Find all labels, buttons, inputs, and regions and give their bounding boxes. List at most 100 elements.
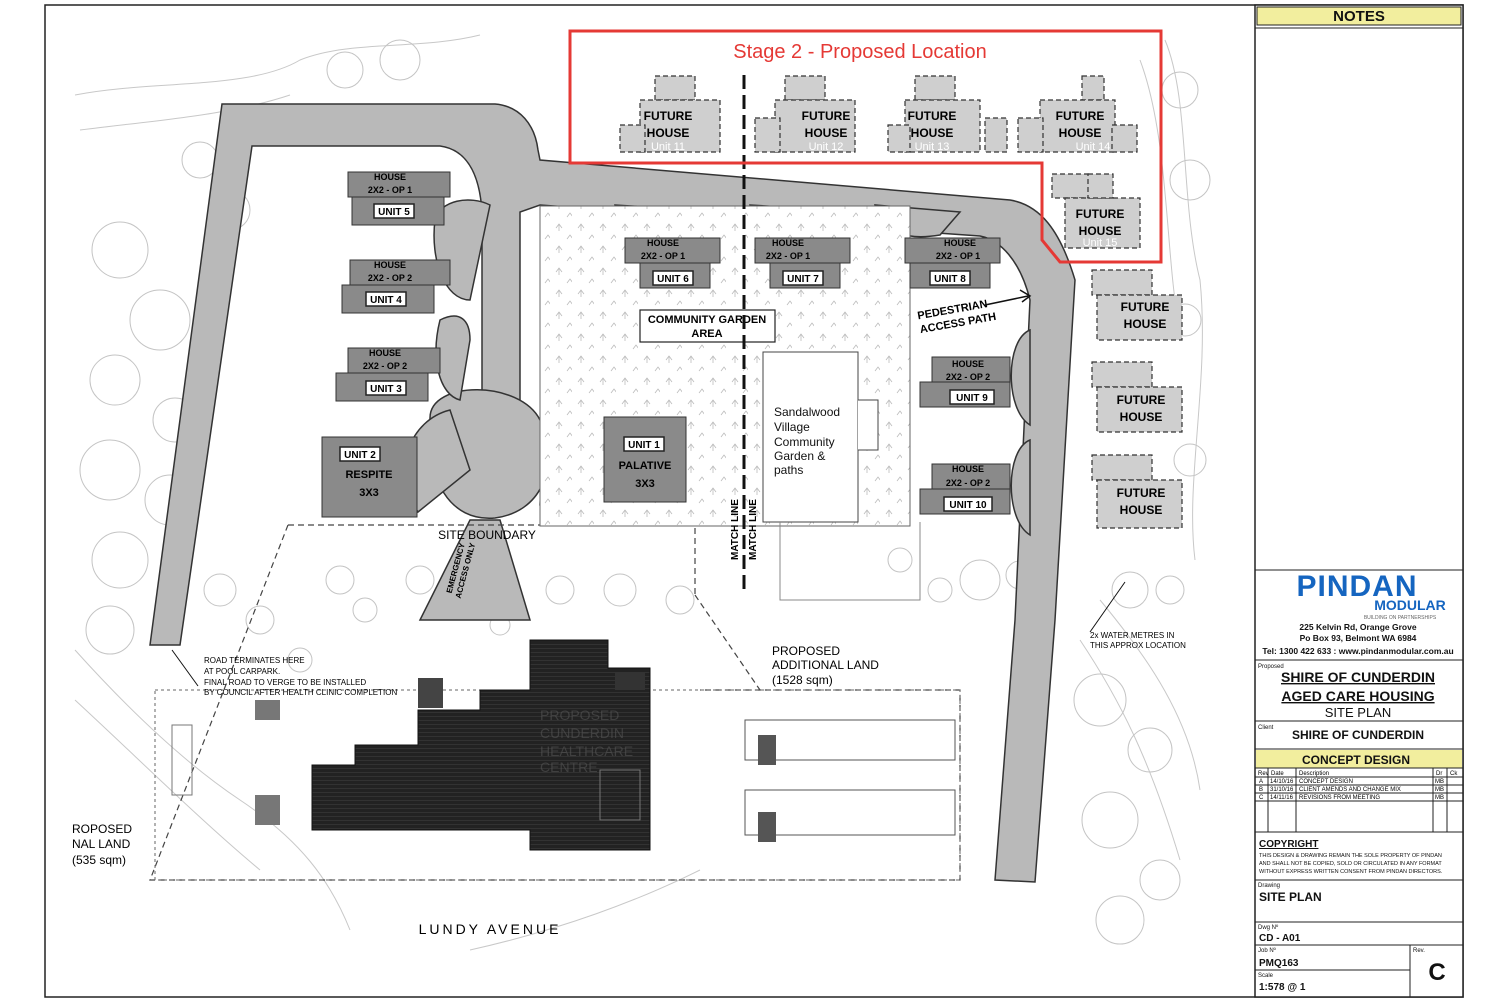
svg-text:AT POOL CARPARK.: AT POOL CARPARK. (204, 667, 280, 676)
svg-text:C: C (1428, 959, 1445, 986)
svg-text:B: B (1259, 787, 1263, 793)
svg-text:HOUSE: HOUSE (772, 238, 804, 248)
future-house-right-3: FUTURE HOUSE (1091, 454, 1183, 529)
svg-text:HOUSE: HOUSE (1079, 224, 1122, 238)
svg-text:THIS DESIGN & DRAWING REMAIN T: THIS DESIGN & DRAWING REMAIN THE SOLE PR… (1259, 853, 1442, 859)
svg-text:FUTURE: FUTURE (1076, 207, 1125, 221)
svg-text:FUTURE: FUTURE (1117, 393, 1166, 407)
svg-text:HOUSE: HOUSE (805, 126, 848, 140)
svg-text:UNIT 3: UNIT 3 (370, 384, 402, 395)
svg-text:Drawing: Drawing (1258, 883, 1280, 889)
svg-text:FUTURE: FUTURE (802, 109, 851, 123)
community-garden-label: COMMUNITY GARDEN (648, 314, 766, 326)
svg-text:NAL LAND: NAL LAND (72, 837, 131, 851)
svg-text:Scale: Scale (1258, 973, 1274, 979)
svg-text:14/10/16: 14/10/16 (1270, 779, 1294, 785)
svg-text:Sandalwood: Sandalwood (774, 405, 840, 419)
stage2-title: Stage 2 - Proposed Location (733, 41, 987, 63)
svg-text:Job Nº: Job Nº (1258, 947, 1277, 954)
svg-text:Unit 11: Unit 11 (651, 141, 685, 153)
svg-text:Description: Description (1299, 771, 1329, 777)
svg-text:3X3: 3X3 (635, 478, 655, 490)
svg-text:(1528 sqm): (1528 sqm) (772, 673, 833, 687)
svg-text:PROPOSED: PROPOSED (772, 644, 840, 658)
svg-text:FUTURE: FUTURE (908, 109, 957, 123)
future-house-unit-12: FUTURE HOUSE Unit 12 (754, 75, 856, 153)
svg-text:31/10/16: 31/10/16 (1270, 787, 1294, 793)
svg-text:HEALTHCARE: HEALTHCARE (540, 743, 633, 759)
proposed-land-label: PROPOSED ADDITIONAL LAND (1528 sqm) (772, 644, 879, 687)
svg-text:UNIT 1: UNIT 1 (628, 440, 660, 451)
svg-text:HOUSE: HOUSE (1124, 317, 1167, 331)
sandalwood-label: Sandalwood Village Community Garden & pa… (774, 405, 840, 477)
svg-text:3X3: 3X3 (359, 487, 379, 499)
future-house-unit-14: FUTURE HOUSE Unit 14 (1017, 75, 1138, 153)
svg-text:Proposed: Proposed (1258, 664, 1284, 670)
revision-table: Rev Date Description Dr Ck A 14/10/16 CO… (1255, 768, 1463, 833)
svg-text:Client: Client (1258, 725, 1274, 731)
svg-text:WITHOUT EXPRESS WRITTEN CONSEN: WITHOUT EXPRESS WRITTEN CONSENT FROM PIN… (1259, 869, 1443, 875)
carparks (171, 700, 956, 842)
svg-text:C: C (1259, 795, 1264, 801)
svg-text:UNIT 6: UNIT 6 (657, 274, 689, 285)
svg-text:HOUSE: HOUSE (647, 238, 679, 248)
svg-text:HOUSE: HOUSE (911, 126, 954, 140)
svg-text:Tel: 1300 422 633 : www.pindan: Tel: 1300 422 633 : www.pindanmodular.co… (1262, 646, 1453, 656)
svg-text:FUTURE: FUTURE (1121, 300, 1170, 314)
svg-text:Ck: Ck (1450, 771, 1458, 777)
svg-text:MB: MB (1435, 795, 1444, 801)
svg-text:Village: Village (774, 420, 810, 434)
svg-text:2X2 - OP 1: 2X2 - OP 1 (936, 251, 980, 261)
healthcare-building (311, 639, 651, 851)
svg-text:Garden &: Garden & (774, 449, 825, 463)
svg-text:HOUSE: HOUSE (944, 238, 976, 248)
svg-text:Unit 12: Unit 12 (809, 141, 844, 153)
svg-text:MATCH LINE: MATCH LINE (748, 499, 759, 560)
svg-text:COPYRIGHT: COPYRIGHT (1259, 839, 1318, 850)
future-house-unit-13: FUTURE HOUSE Unit 13 (887, 75, 1008, 153)
svg-text:CONCEPT DESIGN: CONCEPT DESIGN (1302, 753, 1410, 767)
title-block: NOTES PINDAN MODULAR BUILDING ON PARTNER… (1254, 4, 1464, 998)
svg-text:MB: MB (1435, 787, 1444, 793)
svg-text:HOUSE: HOUSE (374, 172, 406, 182)
unit-6: HOUSE 2X2 - OP 1 UNIT 6 (624, 237, 721, 289)
svg-text:HOUSE: HOUSE (374, 260, 406, 270)
svg-text:CONCEPT DESIGN: CONCEPT DESIGN (1299, 779, 1353, 785)
svg-text:Rev.: Rev. (1413, 948, 1425, 954)
svg-text:Unit 13: Unit 13 (915, 141, 950, 153)
svg-text:SHIRE OF CUNDERDIN: SHIRE OF CUNDERDIN (1281, 669, 1435, 685)
unit-2: UNIT 2 RESPITE 3X3 (321, 436, 418, 518)
svg-text:BY COUNCIL AFTER HEALTH CLINIC: BY COUNCIL AFTER HEALTH CLINIC COMPLETIO… (204, 688, 397, 697)
svg-text:RESPITE: RESPITE (345, 469, 392, 481)
svg-text:14/11/16: 14/11/16 (1270, 795, 1294, 801)
svg-text:MATCH LINE: MATCH LINE (730, 499, 741, 560)
svg-text:paths: paths (774, 463, 803, 477)
svg-text:UNIT 10: UNIT 10 (949, 500, 987, 511)
svg-text:SITE PLAN: SITE PLAN (1259, 890, 1322, 904)
svg-text:2X2 - OP 2: 2X2 - OP 2 (946, 372, 990, 382)
unit-7: HOUSE 2X2 - OP 1 UNIT 7 (754, 237, 851, 289)
unit-10: HOUSE 2X2 - OP 2 UNIT 10 (919, 463, 1011, 515)
svg-text:A: A (1259, 779, 1263, 785)
unit-1: UNIT 1 PALATIVE 3X3 (603, 416, 687, 503)
svg-text:1:578 @ 1: 1:578 @ 1 (1259, 982, 1306, 993)
svg-text:Unit 14: Unit 14 (1076, 141, 1111, 153)
svg-text:2x WATER METRES IN: 2x WATER METRES IN (1090, 631, 1175, 640)
community-garden-label-2: AREA (691, 328, 722, 340)
svg-text:UNIT 9: UNIT 9 (956, 393, 988, 404)
svg-text:CD - A01: CD - A01 (1259, 933, 1301, 944)
svg-text:HOUSE: HOUSE (952, 464, 984, 474)
svg-text:FUTURE: FUTURE (1117, 486, 1166, 500)
svg-text:2X2 - OP 1: 2X2 - OP 1 (766, 251, 810, 261)
svg-text:HOUSE: HOUSE (1120, 503, 1163, 517)
svg-text:UNIT 2: UNIT 2 (344, 450, 376, 461)
svg-text:Date: Date (1271, 771, 1284, 777)
svg-text:THIS APPROX LOCATION: THIS APPROX LOCATION (1090, 641, 1186, 650)
svg-text:PMQ163: PMQ163 (1259, 958, 1299, 969)
svg-text:MODULAR: MODULAR (1374, 597, 1446, 613)
svg-text:SITE PLAN: SITE PLAN (1325, 705, 1391, 720)
unit-3: HOUSE 2X2 - OP 2 UNIT 3 (335, 347, 441, 402)
svg-text:Po Box 93, Belmont WA 69: Po Box 93, Belmont WA 6984 (1300, 633, 1417, 643)
unit-9: HOUSE 2X2 - OP 2 UNIT 9 (919, 356, 1011, 408)
svg-text:FINAL ROAD TO VERGE TO BE INST: FINAL ROAD TO VERGE TO BE INSTALLED (204, 678, 366, 687)
